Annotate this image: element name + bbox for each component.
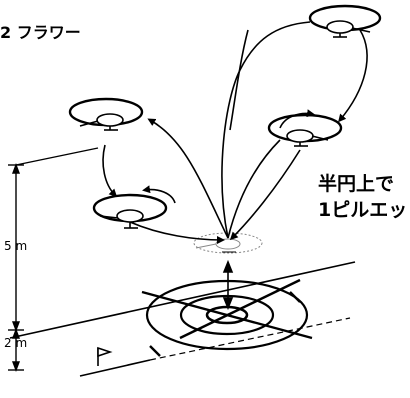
note-line-2: 1ピルエット <box>318 199 410 221</box>
note-line-1: 半円上で <box>318 172 394 195</box>
center-arrow <box>222 259 234 311</box>
helicopter-mid-left-icon <box>92 185 176 229</box>
height-label-2m: 2 m <box>4 336 27 350</box>
helipad-target <box>141 278 313 357</box>
title: 2 フラワー <box>0 23 81 42</box>
helicopter-top-right-icon <box>308 4 382 38</box>
helicopter-mid-right-icon <box>267 109 343 147</box>
flag-icon <box>97 346 113 366</box>
ground-plane <box>9 261 356 377</box>
height-dimension <box>8 147 99 372</box>
helicopter-top-left-icon <box>68 97 144 131</box>
flight-paths <box>102 21 368 244</box>
height-label-5m: 5 m <box>4 239 27 253</box>
